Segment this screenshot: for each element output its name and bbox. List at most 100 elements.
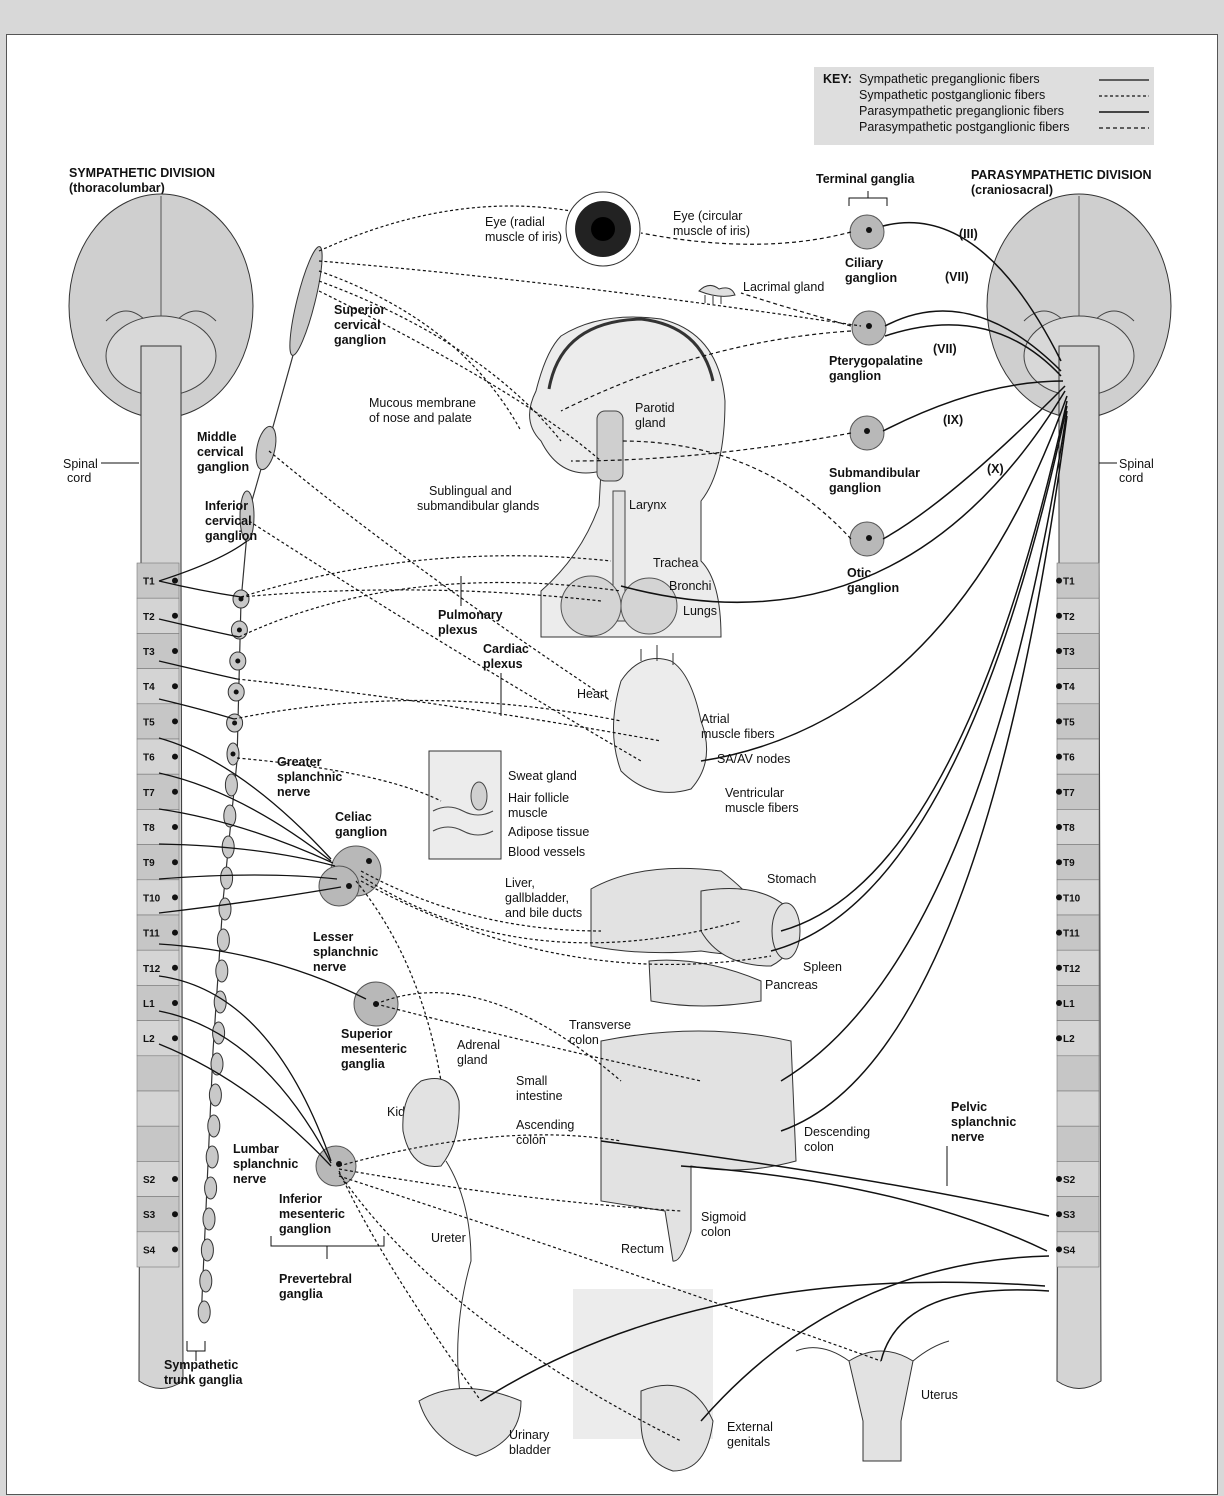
descending-label-1: Descending: [804, 1125, 870, 1139]
greater-splanchnic-label-2: splanchnic: [277, 770, 342, 784]
sublingual-label-1: Sublingual and: [429, 484, 512, 498]
inf-mesenteric-label-1: Inferior: [279, 1192, 322, 1206]
right-segment-label: L1: [1063, 999, 1075, 1010]
left-segment-neuron: [172, 648, 178, 654]
right-segment: [1057, 1126, 1099, 1161]
left-segment-label: T10: [143, 893, 161, 904]
skin-section-icon: [429, 751, 501, 859]
ciliary-label-1: Ciliary: [845, 256, 883, 270]
sup-mesenteric-label-3: ganglia: [341, 1057, 386, 1071]
left-segment-neuron: [172, 1000, 178, 1006]
left-segment-label: T4: [143, 682, 155, 693]
trunk-label-1: Sympathetic: [164, 1358, 238, 1372]
left-segment-neuron: [172, 824, 178, 830]
left-segment-label: T12: [143, 964, 161, 975]
parasympathetic-subtitle: (craniosacral): [971, 183, 1053, 197]
uterus-icon: [849, 1351, 913, 1461]
key-sym-post: Sympathetic postganglionic fibers: [859, 88, 1045, 102]
left-segment-neuron: [172, 718, 178, 724]
sympathetic-subtitle: (thoracolumbar): [69, 181, 165, 195]
inferior-cervical-label-1: Inferior: [205, 499, 248, 513]
celiac-label-2: ganglion: [335, 825, 387, 839]
key-legend: KEY: Sympathetic preganglionic fibers Sy…: [814, 67, 1154, 145]
cranial-nerve-III: (III): [959, 227, 978, 241]
left-segment-neuron: [172, 683, 178, 689]
right-segment-neuron: [1056, 578, 1062, 584]
atrial-label-1: Atrial: [701, 712, 729, 726]
pterygopalatine-label-1: Pterygopalatine: [829, 354, 923, 368]
celiac-ganglion-2: [319, 866, 359, 906]
ventricular-label-1: Ventricular: [725, 786, 784, 800]
sa-av-label: SA/AV nodes: [717, 752, 790, 766]
stomach-label: Stomach: [767, 872, 816, 886]
left-segment-neuron: [172, 894, 178, 900]
right-segment-neuron: [1056, 824, 1062, 830]
heart-icon: [614, 645, 707, 792]
atrial-label-2: muscle fibers: [701, 727, 775, 741]
lumbar-splanchnic-label-3: nerve: [233, 1172, 266, 1186]
key-title: KEY:: [823, 72, 852, 86]
greater-splanchnic-label-3: nerve: [277, 785, 310, 799]
inferior-cervical-label-3: ganglion: [205, 529, 257, 543]
key-sym-pre: Sympathetic preganglionic fibers: [859, 72, 1040, 86]
sup-mesenteric-label-1: Superior: [341, 1027, 393, 1041]
hair-label-1: Hair follicle: [508, 791, 569, 805]
lesser-splanchnic-label-3: nerve: [313, 960, 346, 974]
sup-mesenteric-label-2: mesenteric: [341, 1042, 407, 1056]
right-segment-label: T7: [1063, 788, 1075, 799]
left-segment-label: S3: [143, 1210, 156, 1221]
right-spinal-cord-label2: cord: [1119, 471, 1143, 485]
ventricular-label-2: muscle fibers: [725, 801, 799, 815]
right-segment: [1057, 1091, 1099, 1126]
right-segment-label: S4: [1063, 1245, 1076, 1256]
adipose-label: Adipose tissue: [508, 825, 589, 839]
kidney-icon: [403, 1079, 459, 1167]
right-segment-label: T12: [1063, 964, 1081, 975]
right-segment-label: T10: [1063, 893, 1081, 904]
sympathetic-trunk-ganglion: [216, 960, 228, 982]
right-segment-neuron: [1056, 1211, 1062, 1217]
left-segment-neuron: [172, 1035, 178, 1041]
liver-label-1: Liver,: [505, 876, 535, 890]
otic-label-2: ganglion: [847, 581, 899, 595]
right-segment-label: T1: [1063, 577, 1075, 588]
genitals-label-1: External: [727, 1420, 773, 1434]
left-segment-label: T9: [143, 858, 155, 869]
left-segment-neuron: [172, 578, 178, 584]
key-para-pre: Parasympathetic preganglionic fibers: [859, 104, 1064, 118]
right-segment-neuron: [1056, 683, 1062, 689]
sublingual-label-2: submandibular glands: [417, 499, 539, 513]
celiac-label-1: Celiac: [335, 810, 372, 824]
inferior-cervical-label-2: cervical: [205, 514, 252, 528]
diagram-frame: KEY: Sympathetic preganglionic fibers Sy…: [6, 34, 1218, 1495]
genitals-label-2: genitals: [727, 1435, 770, 1449]
left-segment-label: T6: [143, 753, 155, 764]
lumbar-splanchnic-label-1: Lumbar: [233, 1142, 279, 1156]
right-segment-neuron: [1056, 894, 1062, 900]
lungs-label: Lungs: [683, 604, 717, 618]
eye-radial-label-2: muscle of iris): [485, 230, 562, 244]
adrenal-label-1: Adrenal: [457, 1038, 500, 1052]
lacrimal-label: Lacrimal gland: [743, 280, 824, 294]
uterus-label: Uterus: [921, 1388, 958, 1402]
spleen-label: Spleen: [803, 960, 842, 974]
bladder-icon: [419, 1389, 521, 1457]
left-spinal-cord-label: Spinal: [63, 457, 98, 471]
parotid-label-1: Parotid: [635, 401, 675, 415]
right-segment-neuron: [1056, 754, 1062, 760]
larynx-label: Larynx: [629, 498, 667, 512]
spleen-icon: [772, 903, 800, 959]
sympathetic-trunk-ganglion: [205, 1177, 217, 1199]
left-segment-neuron: [172, 930, 178, 936]
prevertebral-label-1: Prevertebral: [279, 1272, 352, 1286]
right-segment-label: T8: [1063, 823, 1075, 834]
eye-circular-label-2: muscle of iris): [673, 224, 750, 238]
right-segment-neuron: [1056, 789, 1062, 795]
trachea-label: Trachea: [653, 556, 698, 570]
sympathetic-trunk-ganglion: [214, 991, 226, 1013]
left-segment-neuron: [172, 965, 178, 971]
rectum-label: Rectum: [621, 1242, 664, 1256]
ureter-label: Ureter: [431, 1231, 466, 1245]
small-int-label-2: intestine: [516, 1089, 563, 1103]
